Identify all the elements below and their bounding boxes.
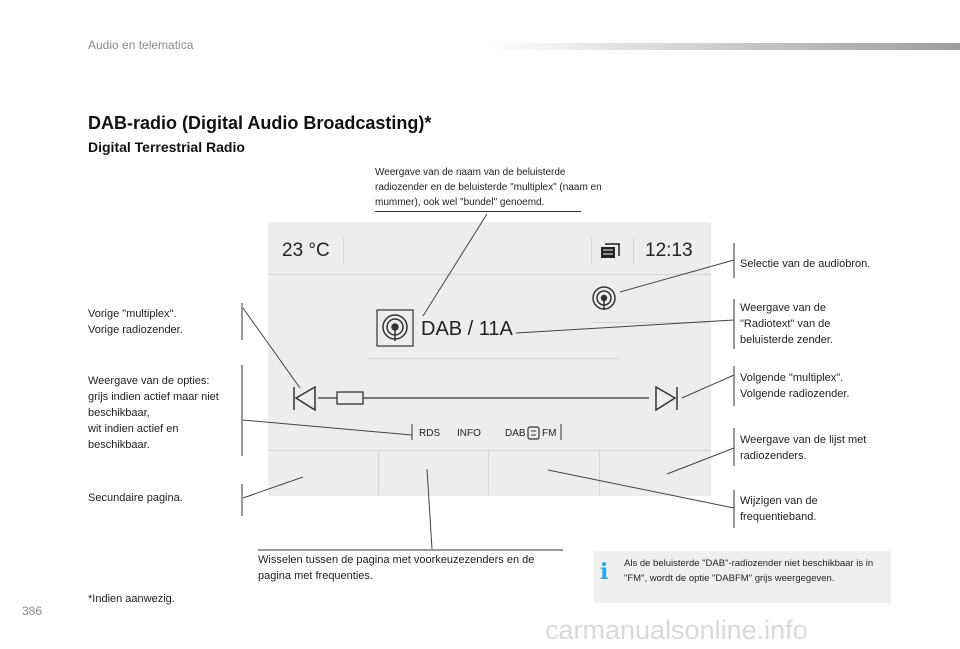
caption-station-list: Weergave van de lijst met radiozenders. [740,434,867,462]
caption-preset-toggle: Wisselen tussen de pagina met voorkeuzez… [258,554,535,582]
running-header: Audio en telematica [88,38,194,52]
list-menu-icon[interactable] [601,243,620,258]
options-bracket [411,424,562,440]
preset-divider [488,451,489,495]
clock-readout: 12:13 [645,240,693,261]
page-number: 386 [22,604,43,618]
caption-station-name: Weergave van de naam van de beluisterde … [375,167,602,208]
caption-underline [375,211,581,212]
option-dab[interactable]: DAB [505,428,526,439]
frequency-slider[interactable] [318,391,649,405]
preset-divider [378,451,379,495]
screen-divider [343,238,344,264]
screen-divider [592,322,710,323]
info-icon: i [600,559,609,585]
option-info[interactable]: INFO [457,428,481,439]
screen-divider [591,238,592,264]
preset-divider [599,451,600,495]
caption-radiotext: Weergave van de "Radiotext" van de belui… [740,302,833,346]
option-fm[interactable]: FM [542,428,557,439]
caption-brackets [241,243,735,551]
section-subtitle: Digital Terrestrial Radio [88,139,245,155]
caption-options: Weergave van de opties: grijs indien act… [88,375,219,451]
page-title: DAB-radio (Digital Audio Broadcasting)* [88,113,432,133]
audio-source-icon[interactable] [592,286,616,310]
previous-icon[interactable] [293,385,316,412]
radio-station-icon[interactable] [376,309,414,347]
screen-divider [268,274,711,275]
dabfm-toggle-icon[interactable] [527,426,540,440]
caption-audio-source: Selectie van de audiobron. [740,258,871,270]
caption-next: Volgende "multiplex". Volgende radiozend… [740,372,850,400]
station-name[interactable]: DAB / 11A [421,318,513,340]
screen-divider [368,358,620,359]
screen-divider [268,450,711,451]
caption-secondary-page: Secundaire pagina. [88,492,183,504]
note-text: Als de beluisterde "DAB"-radiozender nie… [624,558,874,584]
caption-previous: Vorige "multiplex". Vorige radiozender. [88,308,183,336]
caption-band: Wijzigen van de frequentieband. [740,495,818,523]
next-icon[interactable] [655,385,678,412]
screen-divider [633,238,634,264]
watermark: carmanualsonline.info [545,615,808,645]
option-rds[interactable]: RDS [419,428,441,439]
footnote: *Indien aanwezig. [88,593,175,605]
temperature-readout: 23 °C [282,240,330,261]
header-gradient-bar [488,43,960,50]
note-box [594,551,891,603]
leader-lines [242,213,735,550]
